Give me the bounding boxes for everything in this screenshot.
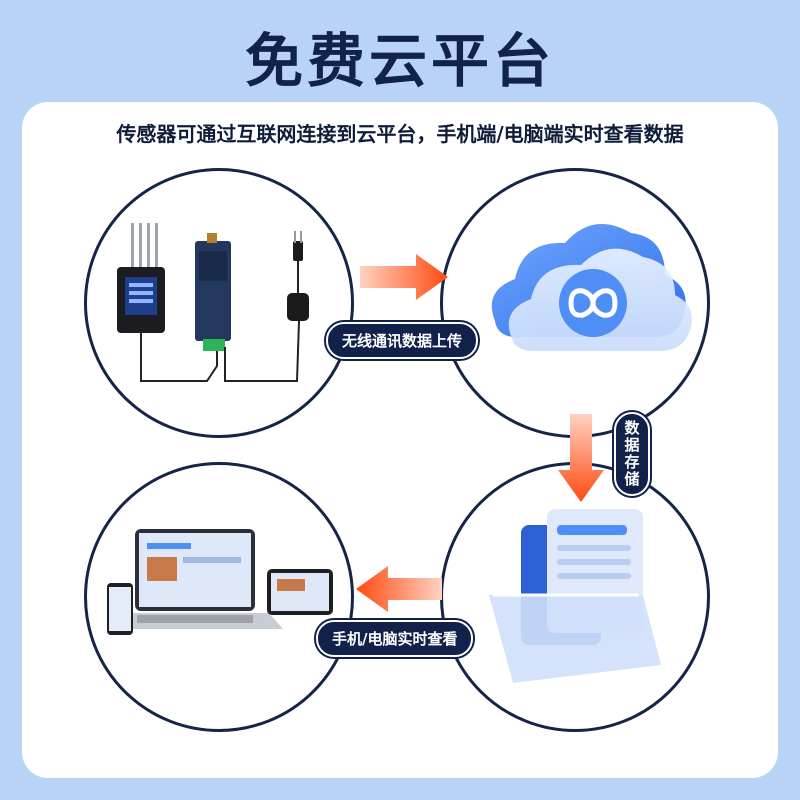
folder-icon	[489, 509, 661, 683]
subtitle: 传感器可通过互联网连接到云平台，手机端/电脑端实时查看数据	[116, 122, 684, 146]
cloud-circle	[440, 168, 710, 438]
sensor-device-circle	[84, 168, 354, 438]
arrow-down-icon	[558, 414, 604, 502]
devices-circle	[84, 462, 354, 732]
realtime-view-label: 手机/电脑实时查看	[316, 620, 474, 657]
arrow-left-icon	[356, 566, 442, 612]
wireless-upload-label: 无线通讯数据上传	[326, 322, 479, 359]
arrow-right-icon	[360, 254, 448, 300]
sensor-device-illustration	[117, 223, 309, 382]
laptop-phone-tablet-illustration	[107, 529, 333, 635]
page-title: 免费云平台	[244, 27, 555, 95]
data-storage-label: 数据存储	[614, 412, 650, 496]
cloud-icon	[491, 224, 692, 351]
